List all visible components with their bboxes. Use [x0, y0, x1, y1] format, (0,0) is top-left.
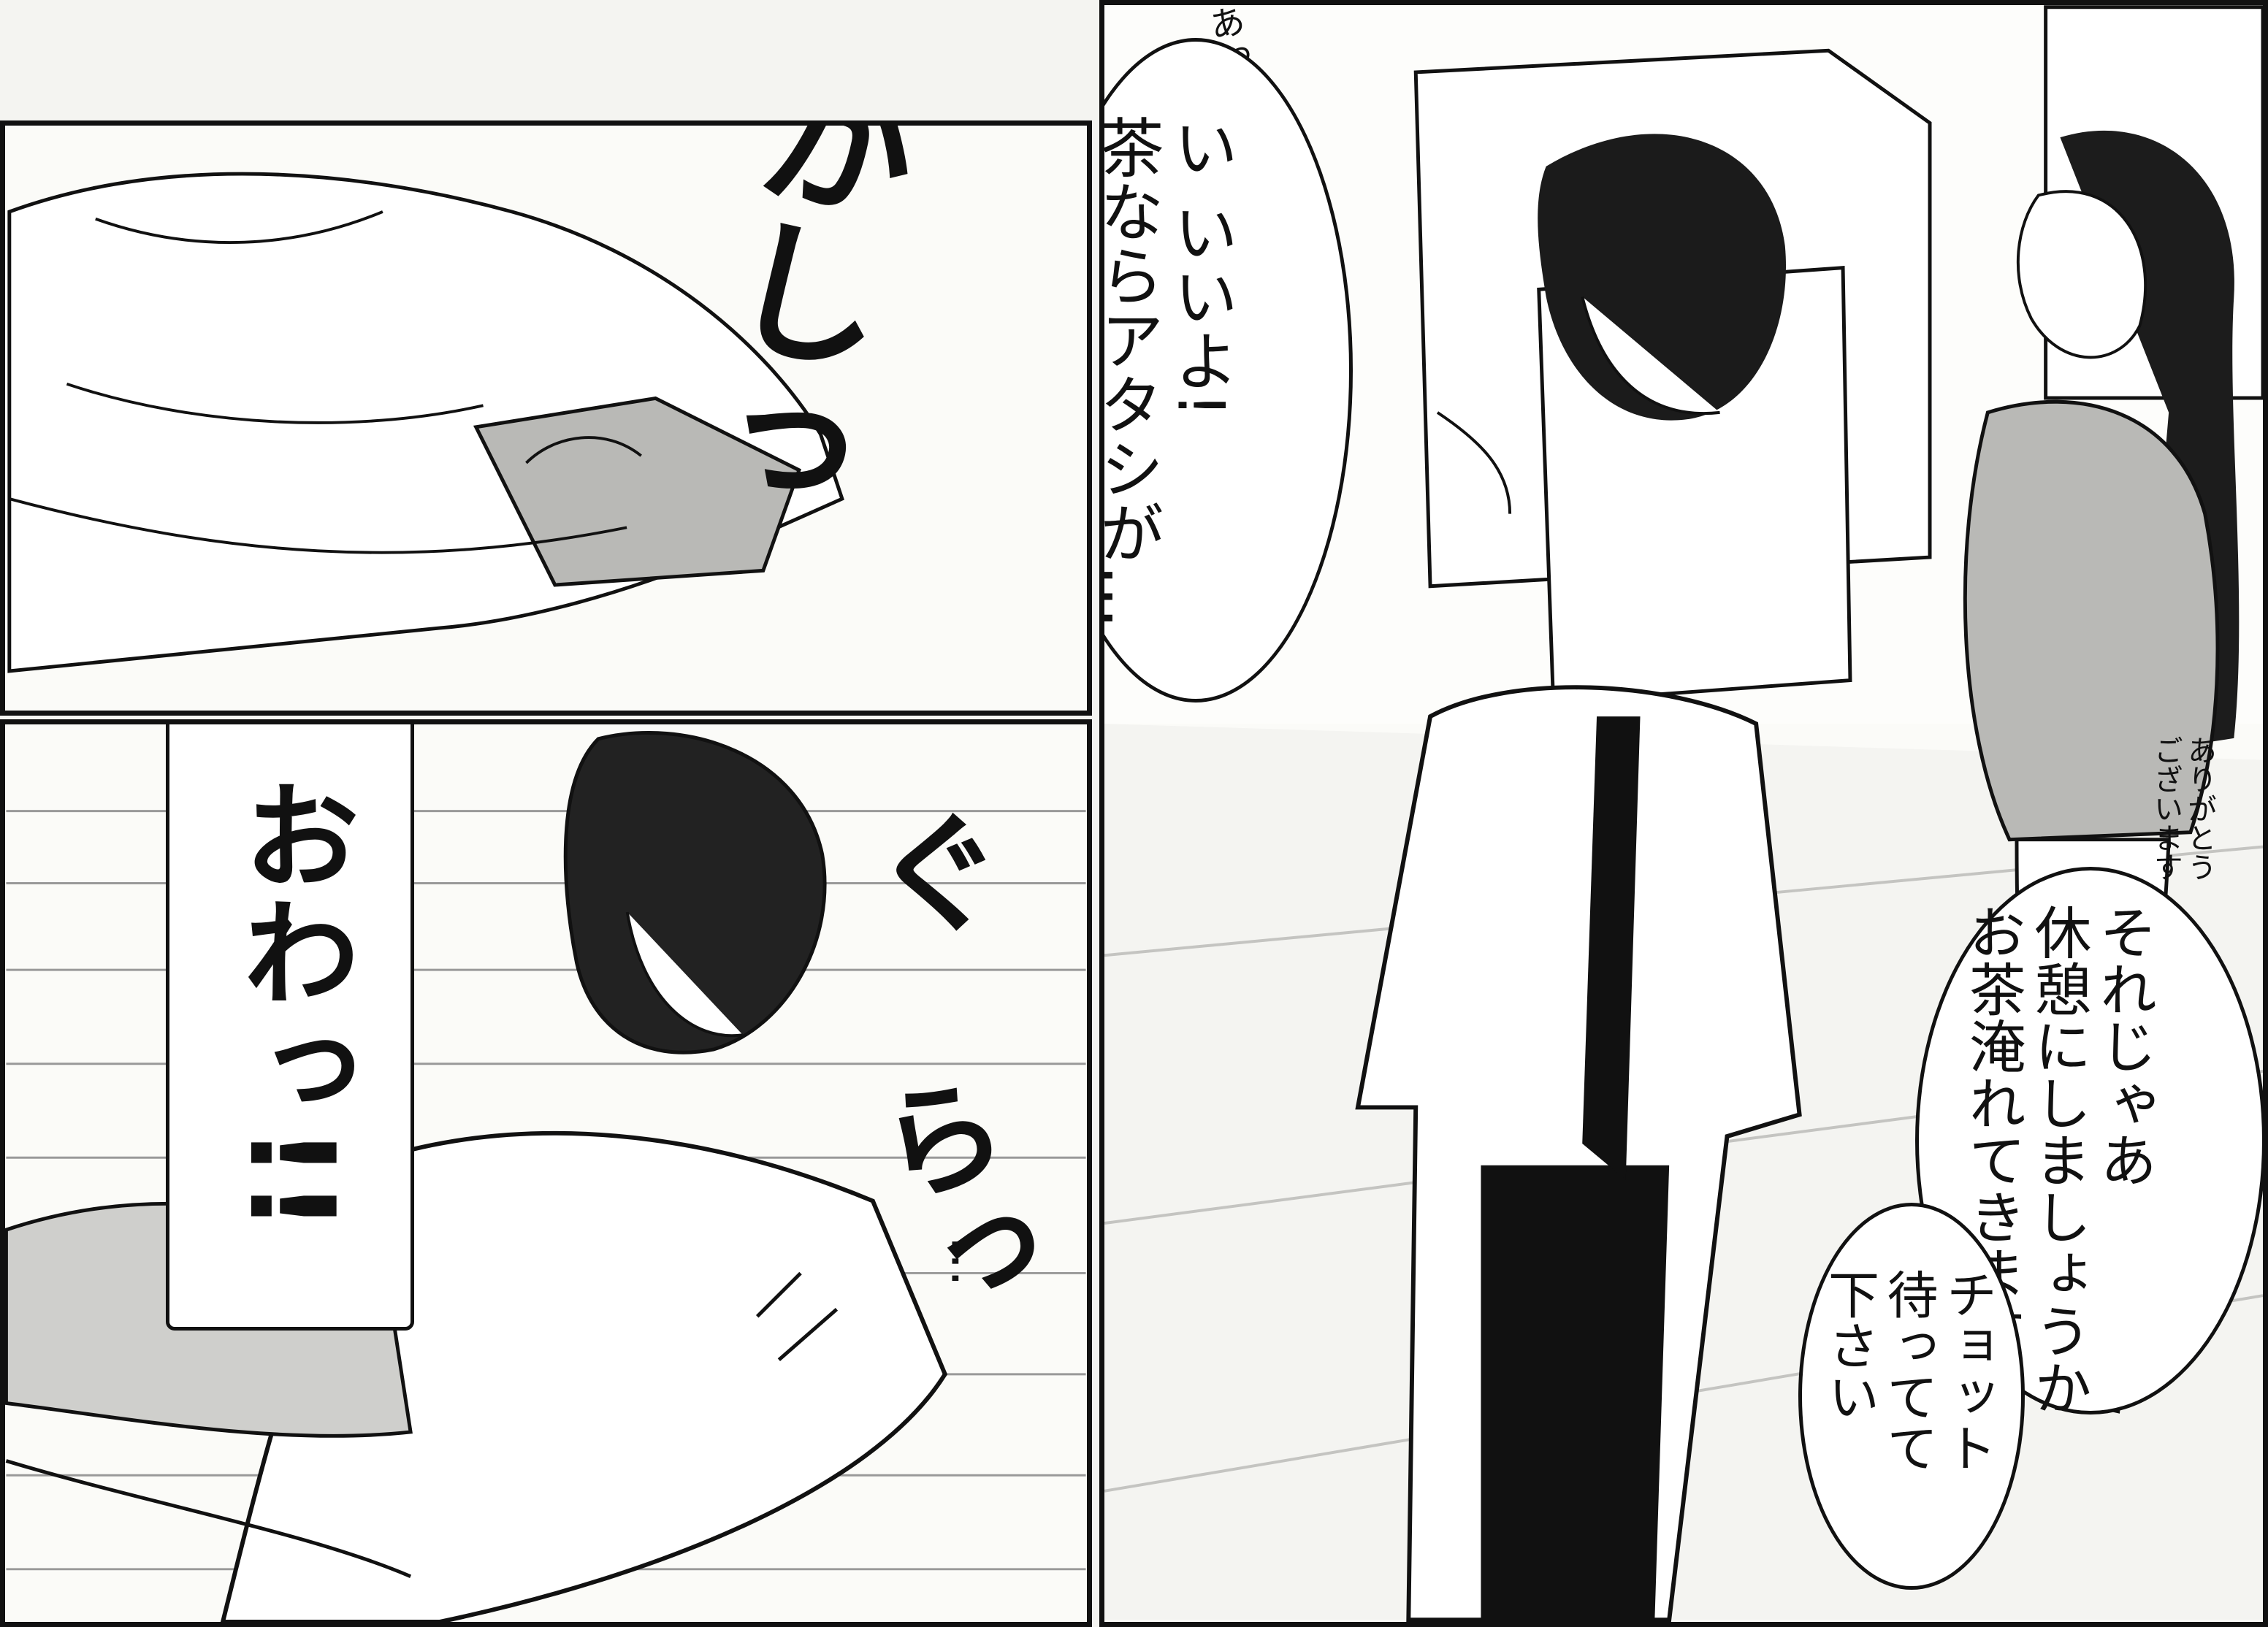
speech-bubble-3: [1798, 1203, 2025, 1590]
speech-bubble-1: [1104, 38, 1353, 703]
sfx-dots: …: [939, 1236, 1000, 1287]
speech-bubble-owa: [166, 724, 414, 1331]
panel-right: あっ い いいよ! 茶ならアタシが… それじゃあ 休憩にしましょうか お茶淹れて…: [1099, 0, 2268, 1627]
small-text-thanks: ありがとう ございます: [2149, 735, 2216, 881]
speech-3-text: チョット 待ってて 下さい: [1820, 1268, 1998, 1473]
speech-owa: おわっ!!: [224, 776, 360, 1233]
grab-arm-illustration: [7, 172, 844, 673]
panel-bottom-left: おわっ!! ぐ らっ …: [0, 719, 1092, 1627]
panel-top-left: がしっ: [0, 120, 1092, 716]
sfx-gu: ぐ: [849, 805, 1002, 936]
speech-1-text: い いいよ! 茶ならアタシが…: [1099, 115, 1239, 629]
